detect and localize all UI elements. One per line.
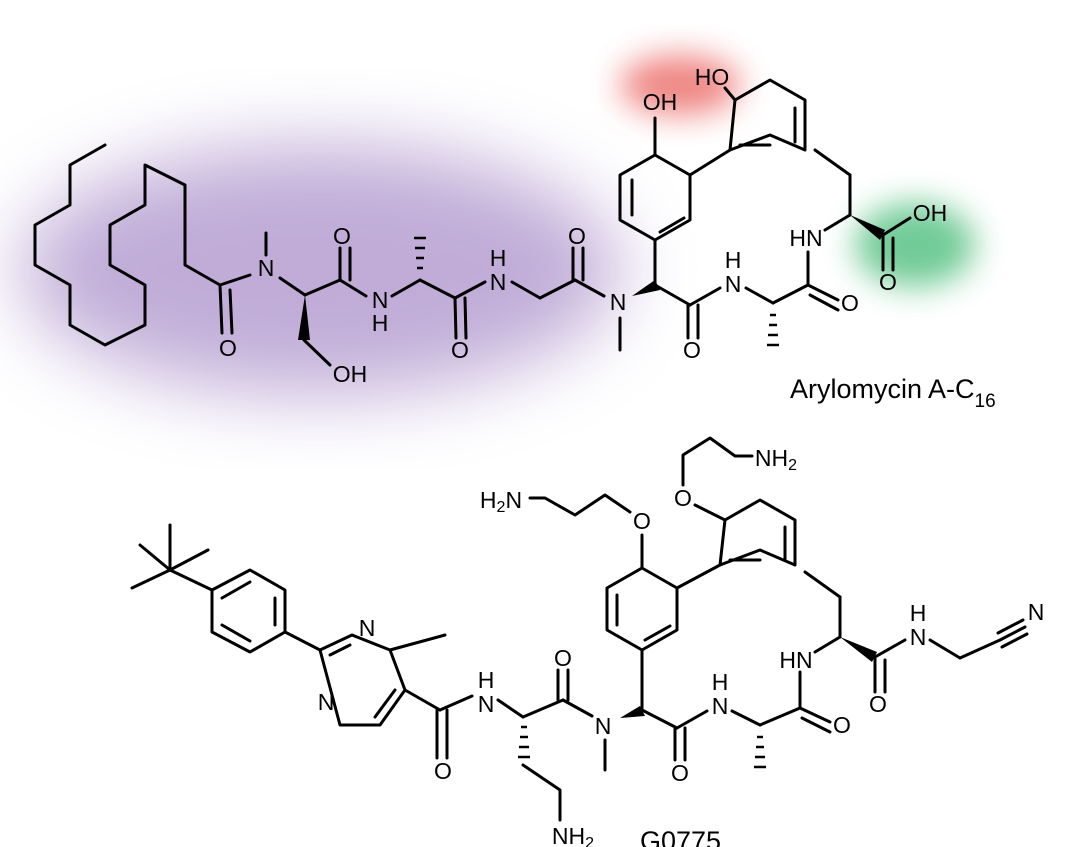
n-pyrimidine-1-label: N [359,615,376,641]
h-ala-label: H [372,310,389,336]
n-pyrimidine-2-label: N [318,689,335,715]
n-serine-label: N [258,255,275,281]
h-amide-1-label: H [478,667,495,693]
g0775-structure [130,436,1029,822]
hn-tyr-2-label: HN [779,647,812,673]
h-cyanomethyl-amide-label: H [910,600,927,626]
n-gly-label: N [490,269,507,295]
o-dab-carbonyl-label: O [554,645,572,671]
arylomycin-structure [33,78,912,367]
n-methyl-label: N [595,713,612,739]
oh-acid-label: OH [913,200,948,226]
phenol-highlight [620,55,740,115]
n-ala-2-label: N [712,693,729,719]
h-ala-2-label: H [712,669,729,695]
n-nitrile-label: N [1028,599,1045,625]
o-amide-1-label: O [434,758,452,784]
ho-ring-b-label: HO [695,64,730,90]
o-ether-ring-b-label: O [674,485,692,511]
o-lipid-carbonyl-label: O [219,335,237,361]
lipid-chain-bonds [33,143,222,347]
o-acid-carbonyl-label: O [879,269,897,295]
n-ala-label: N [372,287,389,313]
o-terminal-carbonyl-label: O [869,691,887,717]
o-hpg-carbonyl-2-label: O [671,760,689,786]
o-ether-ring-a-label: O [633,508,651,534]
h2n-left-label: H2N [480,487,522,516]
o-serine-carbonyl-label: O [333,223,351,249]
o-ala-carbonyl-label: O [451,337,469,363]
hn-tyr-label: HN [789,225,822,251]
h-gly-label: H [490,245,507,271]
o-ala-carbonyl-2-label: O [833,712,851,738]
o-ala2-carbonyl-label: O [841,290,859,316]
o-hpg-carbonyl-label: O [683,337,701,363]
oh-ring-a-label: OH [643,89,678,115]
h-ala2-label: H [725,247,742,273]
n-cyanomethyl-amide-label: N [910,624,927,650]
nh2-top-label: NH2 [755,445,797,474]
arylomycin-caption: Arylomycin A-C16 [790,374,996,412]
o-gly-carbonyl-label: O [568,223,586,249]
n-amide-1-label: N [478,691,495,717]
n-ala2-label: N [725,271,742,297]
carboxylic-acid-highlight [855,203,975,287]
nh2-bottom-label: NH2 [552,823,594,847]
g0775-caption: G0775 [640,826,721,847]
lipopeptide-highlight [20,145,620,395]
oh-serine-label: OH [333,361,368,387]
n-methyl-hpg-label: N [610,289,627,315]
